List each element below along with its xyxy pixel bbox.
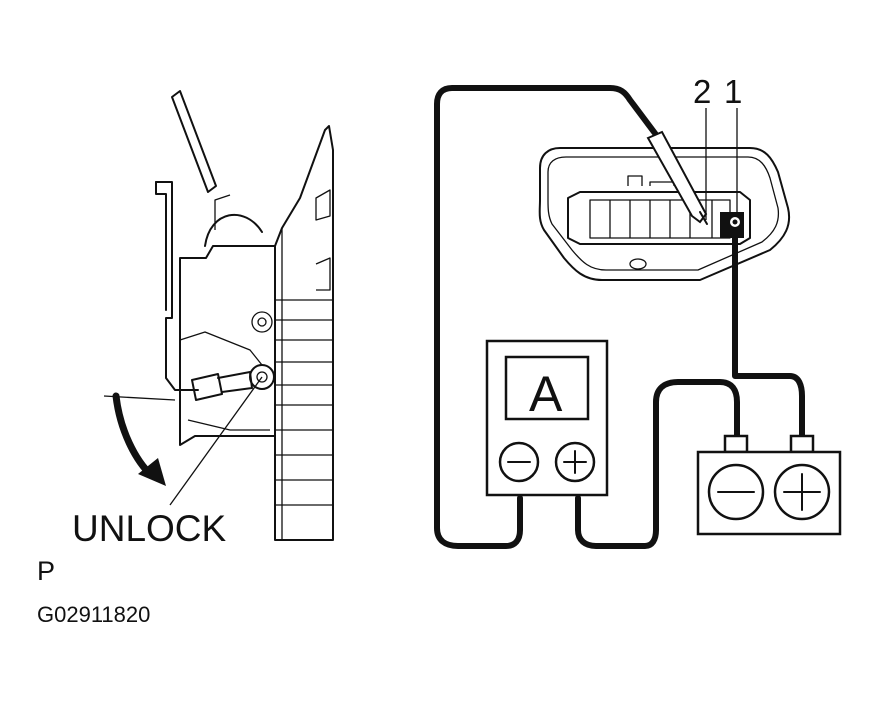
probe-wire [434,85,663,549]
figure-code-label: G02911820 [37,602,150,627]
unlock-arrow-icon [103,392,176,486]
view-letter-label: P [37,556,55,586]
ammeter-to-battery-wire [575,379,740,549]
unlock-label: UNLOCK [72,508,227,549]
test-probe-icon [646,130,708,225]
door-lock-actuator-icon [155,90,334,541]
ammeter-icon [485,339,609,497]
terminal-1-label: 1 [724,73,742,110]
battery-icon [696,434,842,536]
ammeter-symbol-label: A [529,366,563,422]
unlock-leader-line [169,376,263,506]
terminal-1-to-battery-wire [732,219,805,443]
terminal-2-label: 2 [693,73,711,110]
